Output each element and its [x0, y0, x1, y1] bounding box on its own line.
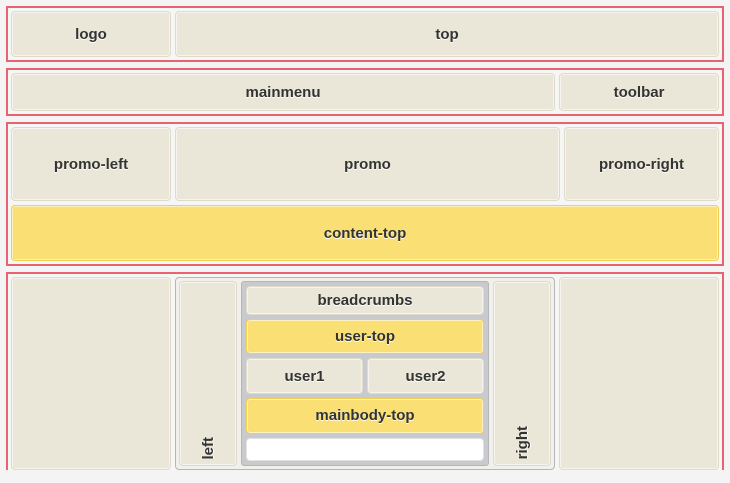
block-left[interactable]: left: [179, 281, 237, 466]
block-left-outer[interactable]: [11, 277, 171, 470]
content-top-row: content-top: [11, 205, 719, 261]
navigation-section: mainmenu toolbar: [6, 68, 724, 116]
body-columns: left breadcrumbs user-top user1 user2 ma…: [11, 277, 719, 470]
block-promo[interactable]: promo: [175, 127, 560, 201]
block-mainbody[interactable]: [246, 437, 484, 461]
navigation-row: mainmenu toolbar: [11, 73, 719, 111]
mainbody-row: [246, 437, 484, 461]
block-center-stack: breadcrumbs user-top user1 user2 mainbod…: [241, 281, 489, 466]
block-left-label: left: [199, 436, 217, 460]
block-promo-left[interactable]: promo-left: [11, 127, 171, 201]
user-top-row: user-top: [246, 318, 484, 355]
block-right-outer[interactable]: [559, 277, 719, 470]
block-toolbar[interactable]: toolbar: [559, 73, 719, 111]
block-mainmenu[interactable]: mainmenu: [11, 73, 555, 111]
block-user-top[interactable]: user-top: [246, 318, 484, 355]
block-user2[interactable]: user2: [367, 358, 484, 395]
body-inner-wrapper: left breadcrumbs user-top user1 user2 ma…: [175, 277, 555, 470]
header-section: logo top: [6, 6, 724, 62]
breadcrumbs-row: breadcrumbs: [246, 286, 484, 315]
header-row: logo top: [11, 11, 719, 57]
mainbody-top-row: mainbody-top: [246, 398, 484, 434]
promo-section: promo-left promo promo-right content-top: [6, 122, 724, 266]
block-right-label: right: [513, 425, 531, 459]
block-user1[interactable]: user1: [246, 358, 363, 395]
block-mainbody-top[interactable]: mainbody-top: [246, 398, 484, 434]
block-content-top[interactable]: content-top: [11, 205, 719, 261]
block-promo-right[interactable]: promo-right: [564, 127, 719, 201]
block-logo[interactable]: logo: [11, 11, 171, 57]
promo-row: promo-left promo promo-right: [11, 127, 719, 201]
block-top[interactable]: top: [175, 11, 719, 57]
block-breadcrumbs[interactable]: breadcrumbs: [246, 286, 484, 315]
block-right[interactable]: right: [493, 281, 551, 466]
user-row: user1 user2: [246, 358, 484, 395]
body-section: left breadcrumbs user-top user1 user2 ma…: [6, 272, 724, 470]
